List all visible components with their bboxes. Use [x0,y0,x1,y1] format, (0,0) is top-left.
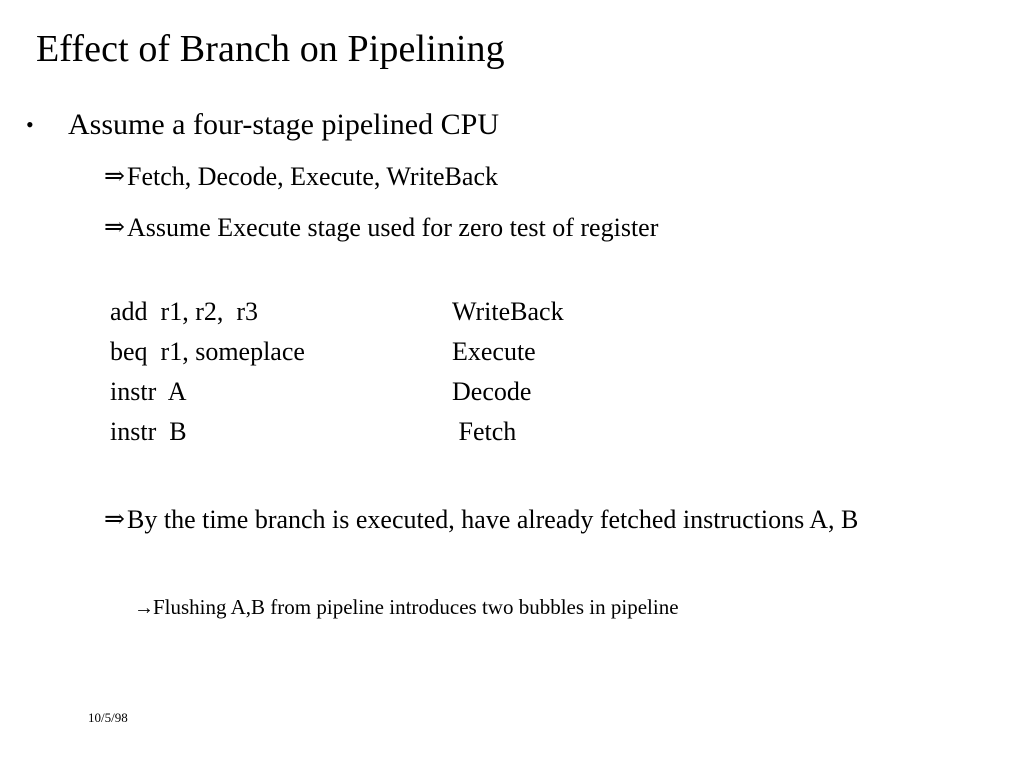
instruction-cell: beq r1, someplace [110,337,305,366]
bullet-dot-icon: • [26,112,34,137]
footer-date: 10/5/98 [88,710,128,725]
bullet-level2-label: Assume Execute stage used for zero test … [127,213,659,242]
table-row: instr B Fetch [110,412,564,452]
instruction-cell: add r1, r2, r3 [110,297,259,326]
single-arrow-icon: → [134,597,154,619]
stage-cell: WriteBack [452,297,564,326]
bullet-level1-assume-cpu: • Assume a four-stage pipelined CPU [26,106,499,144]
bullet-level2-already-fetched: ⇒ By the time branch is executed, have a… [104,503,858,536]
bullet-level2-stages: ⇒ Fetch, Decode, Execute, WriteBack [104,160,498,193]
page-title: Effect of Branch on Pipelining [36,28,505,70]
double-arrow-icon: ⇒ [104,506,125,533]
bullet-level2-label: By the time branch is executed, have alr… [127,505,859,534]
double-arrow-icon: ⇒ [104,214,125,241]
table-row: instr A Decode [110,372,564,412]
bullet-level2-zero-test: ⇒ Assume Execute stage used for zero tes… [104,211,658,244]
double-arrow-icon: ⇒ [104,163,125,190]
instruction-cell: instr B [110,417,187,446]
bullet-level3-label: Flushing A,B from pipeline introduces tw… [153,595,679,619]
stage-cell: Execute [452,337,536,366]
stage-cell: Fetch [452,417,517,446]
table-row: beq r1, someplace Execute [110,332,564,372]
stage-cell: Decode [452,377,532,406]
instruction-cell: instr A [110,377,187,406]
table-row: add r1, r2, r3 WriteBack [110,292,564,332]
bullet-level2-label: Fetch, Decode, Execute, WriteBack [127,162,498,191]
bullet-level3-flushing: →Flushing A,B from pipeline introduces t… [134,594,679,622]
bullet-level1-label: Assume a four-stage pipelined CPU [68,108,499,141]
instruction-stage-table: add r1, r2, r3 WriteBack beq r1, someplac… [110,292,564,452]
